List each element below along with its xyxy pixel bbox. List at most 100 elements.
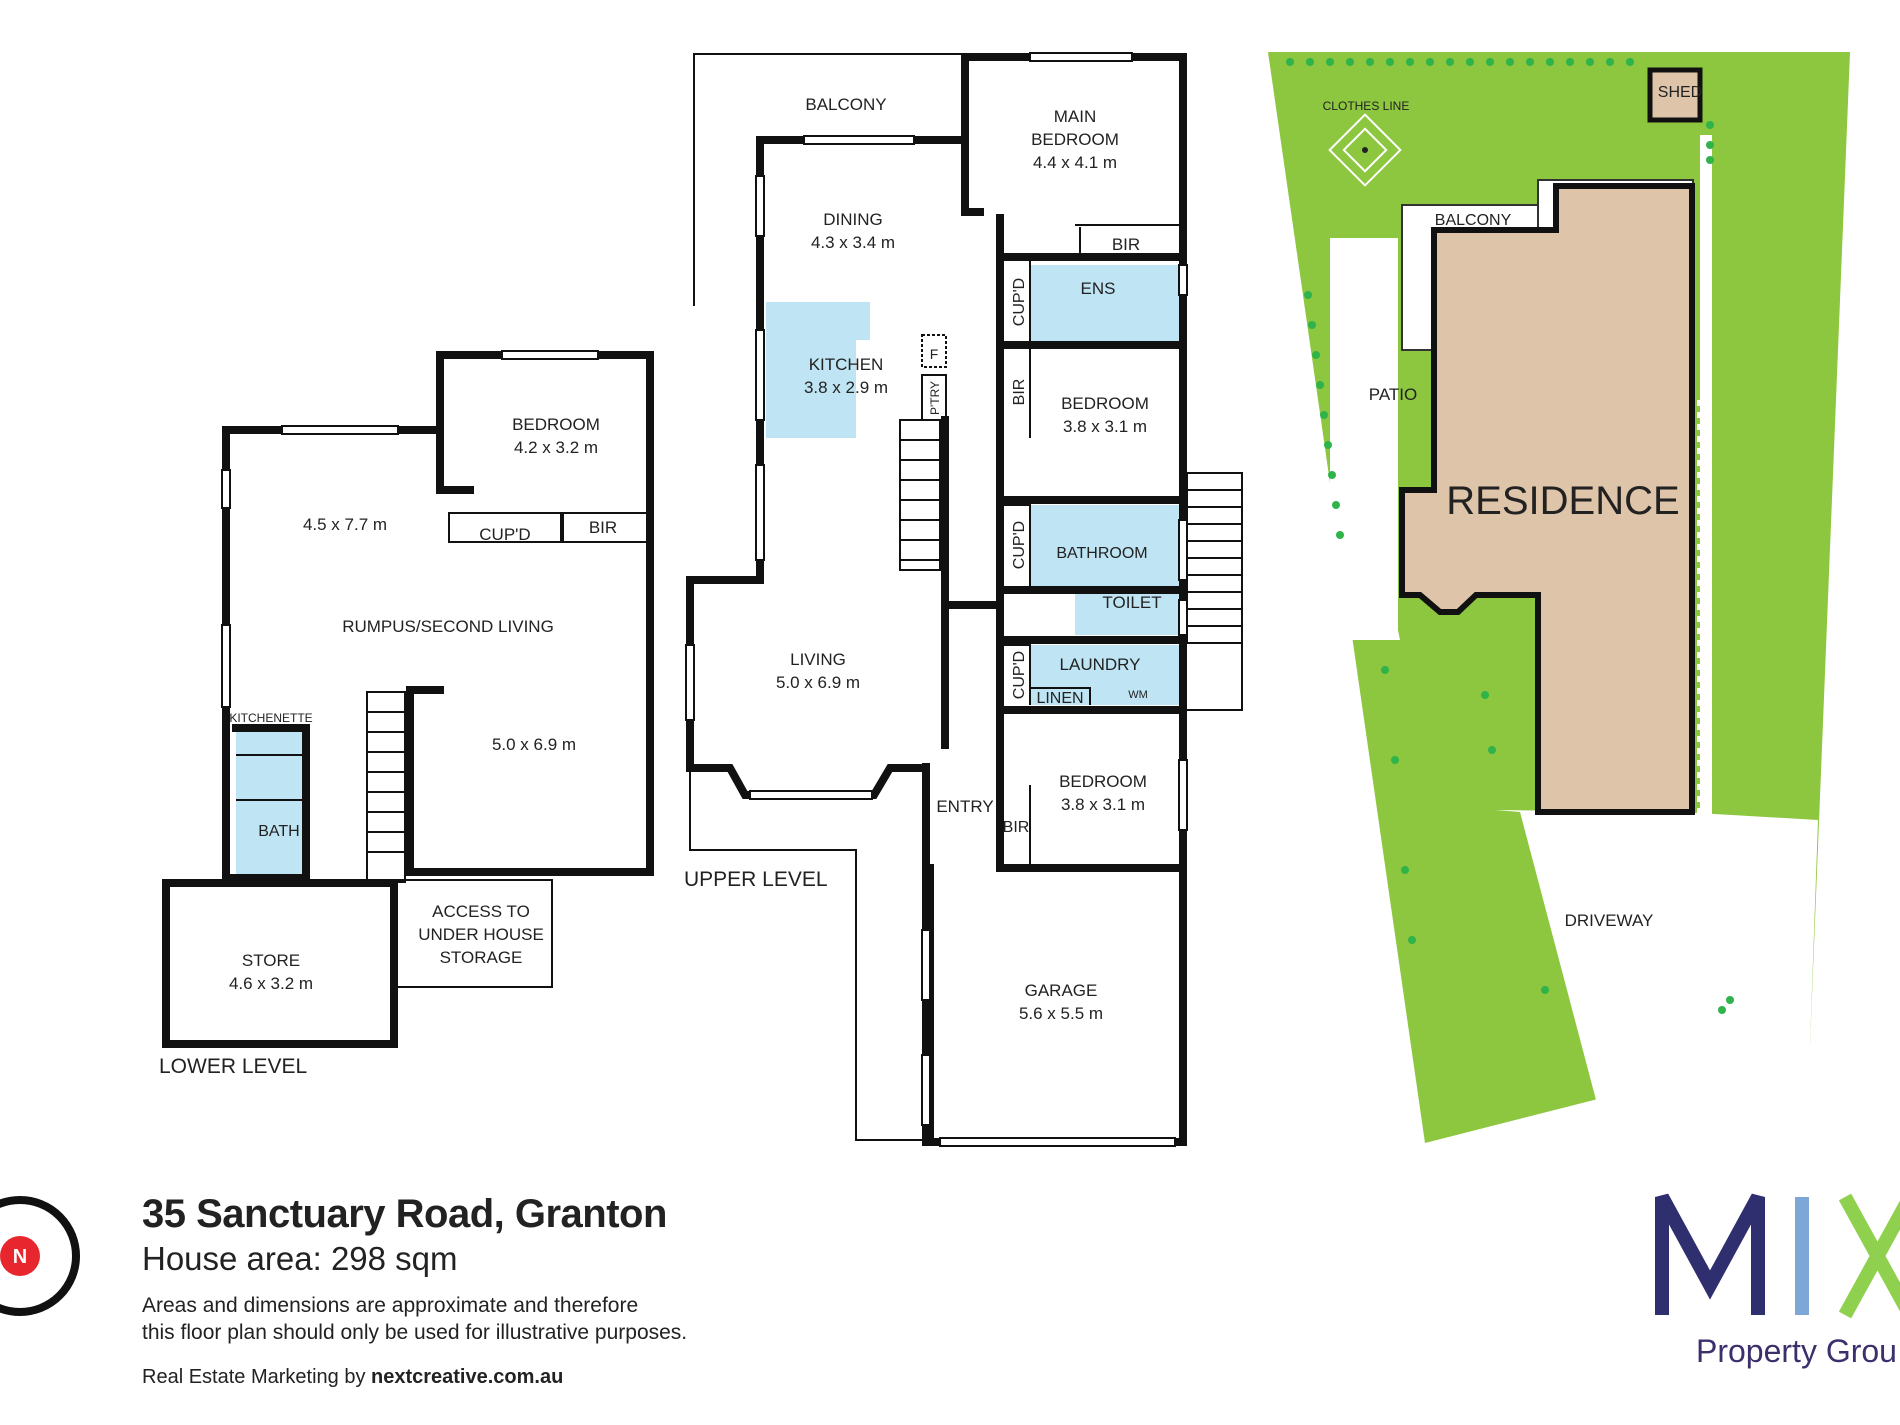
upper-stairs (899, 419, 941, 571)
main-bir-line (1075, 224, 1180, 257)
bathroom-label: BATHROOM (1056, 545, 1147, 562)
patio-label: PATIO (1369, 385, 1418, 404)
site-balcony-label: BALCONY (1435, 212, 1512, 229)
access-line3: STORAGE (440, 948, 523, 967)
access-line2: UNDER HOUSE (418, 925, 544, 944)
mix-logo-mark (1655, 1193, 1900, 1319)
lower-cupd-box (448, 512, 562, 543)
upper-window (921, 1054, 931, 1126)
lower-bir-label: BIR (589, 518, 617, 537)
hedge-icon (1286, 58, 1734, 1014)
residence-block (1399, 183, 1695, 815)
disclaimer-line2: this floor plan should only be used for … (142, 1321, 688, 1344)
store-size: 4.6 x 3.2 m (229, 974, 313, 993)
washing-machine-label: WM (1128, 689, 1148, 701)
rumpus-size-a: 4.5 x 7.7 m (303, 515, 387, 534)
garage-label: GARAGE (1025, 981, 1098, 1000)
bedroom-wall-lower (436, 426, 474, 494)
mix-property-logo: Property Grou (1650, 1185, 1900, 1385)
garage-size: 5.6 x 5.5 m (1019, 1004, 1103, 1023)
lower-level: BEDROOM 4.2 x 3.2 m 4.5 x 7.7 m CUP'D BI… (159, 350, 654, 1078)
marketing-prefix: Real Estate Marketing by (142, 1366, 371, 1388)
laundry-cupd-label: CUP'D (1011, 651, 1028, 699)
linen-label: LINEN (1036, 690, 1083, 707)
main-bedroom-label1: MAIN (1054, 107, 1097, 126)
bedroom2-label: BEDROOM (1061, 394, 1149, 413)
house-area: House area: 298 sqm (142, 1240, 458, 1277)
property-address: 35 Sanctuary Road, Granton (142, 1192, 667, 1236)
laundry-label: LAUNDRY (1060, 655, 1141, 674)
marketing-credit: Real Estate Marketing by nextcreative.co… (142, 1366, 862, 1389)
upper-level: BALCONY MAIN BEDROOM 4.4 x 4.1 m DINING … (684, 52, 1243, 1147)
pantry-box (921, 374, 947, 421)
lower-bedroom-label: BEDROOM (512, 415, 600, 434)
shed-label: SHED (1658, 84, 1702, 101)
upper-window (1178, 264, 1188, 296)
upper-level-label: UPPER LEVEL (684, 868, 828, 891)
bedroom2-size: 3.8 x 3.1 m (1063, 417, 1147, 436)
patio-area (1330, 238, 1400, 640)
access-line1: ACCESS TO (432, 902, 530, 921)
bath-partitions (236, 754, 306, 801)
upper-balcony (693, 53, 966, 306)
north-letter: N (13, 1246, 27, 1268)
shed-block (1647, 67, 1703, 123)
north-arrow-icon (0, 1236, 40, 1276)
fridge-box (921, 334, 947, 368)
bedroom3-label: BEDROOM (1059, 772, 1147, 791)
disclaimer-line1: Areas and dimensions are approximate and… (142, 1294, 639, 1317)
lower-bath-area (236, 728, 306, 878)
kitchenette-label: KITCHENETTE (229, 711, 312, 725)
garage-door (939, 1137, 1176, 1147)
north-compass: N (0, 1196, 80, 1316)
main-bedroom-size: 4.4 x 4.1 m (1033, 153, 1117, 172)
fridge-label: F (930, 346, 939, 362)
upper-window (803, 135, 915, 145)
marketing-site-link[interactable]: nextcreative.com.au (371, 1366, 564, 1388)
bedroom2-bir-label: BIR (1011, 379, 1028, 406)
upper-window (1178, 599, 1188, 636)
laundry-area (1030, 645, 1180, 705)
lower-level-label: LOWER LEVEL (159, 1055, 307, 1078)
kitchen-area (766, 302, 870, 438)
upper-room-partitions (996, 253, 1187, 872)
lower-window (221, 469, 231, 509)
logo-m-icon (1655, 1193, 1765, 1315)
laundry-landing (1183, 642, 1243, 711)
rumpus-size-b: 5.0 x 6.9 m (492, 735, 576, 754)
logo-x-icon (1838, 1193, 1900, 1319)
living-size: 5.0 x 6.9 m (776, 673, 860, 692)
upper-window (755, 175, 765, 237)
upper-window (755, 464, 765, 561)
under-house-access (394, 879, 553, 988)
upper-balcony-label: BALCONY (805, 95, 886, 114)
living-label: LIVING (790, 650, 846, 669)
logo-i-icon (1795, 1197, 1809, 1315)
upper-window (921, 929, 931, 1001)
upper-window (755, 329, 765, 421)
upper-window (1178, 759, 1188, 831)
lower-wall-right (406, 351, 654, 876)
bedroom3-size: 3.8 x 3.1 m (1061, 795, 1145, 814)
bedroom3-bir-label: BIR (1003, 819, 1030, 836)
upper-window (749, 790, 873, 800)
bath-walls (232, 724, 310, 882)
toilet-area (1075, 590, 1180, 635)
lower-window (281, 425, 399, 435)
ensuite-label: ENS (1081, 279, 1116, 298)
entry-path (689, 768, 926, 1141)
upper-cupd-label: CUP'D (1011, 278, 1028, 326)
upper-window (1178, 519, 1188, 581)
store-walls (162, 879, 398, 1048)
ensuite-area (1030, 265, 1180, 345)
dining-label: DINING (823, 210, 883, 229)
bath-label: BATH (258, 823, 299, 840)
toilet-label: TOILET (1102, 593, 1161, 612)
site-plan: CLOTHES LINE SHED BALCONY PATIO RESIDENC… (1268, 52, 1850, 1143)
residence-label: RESIDENCE (1446, 479, 1679, 523)
entry-label: ENTRY (936, 797, 993, 816)
main-bedroom-label2: BEDROOM (1031, 130, 1119, 149)
logo-tagline: Property Grou (1696, 1333, 1897, 1369)
store-label: STORE (242, 951, 300, 970)
